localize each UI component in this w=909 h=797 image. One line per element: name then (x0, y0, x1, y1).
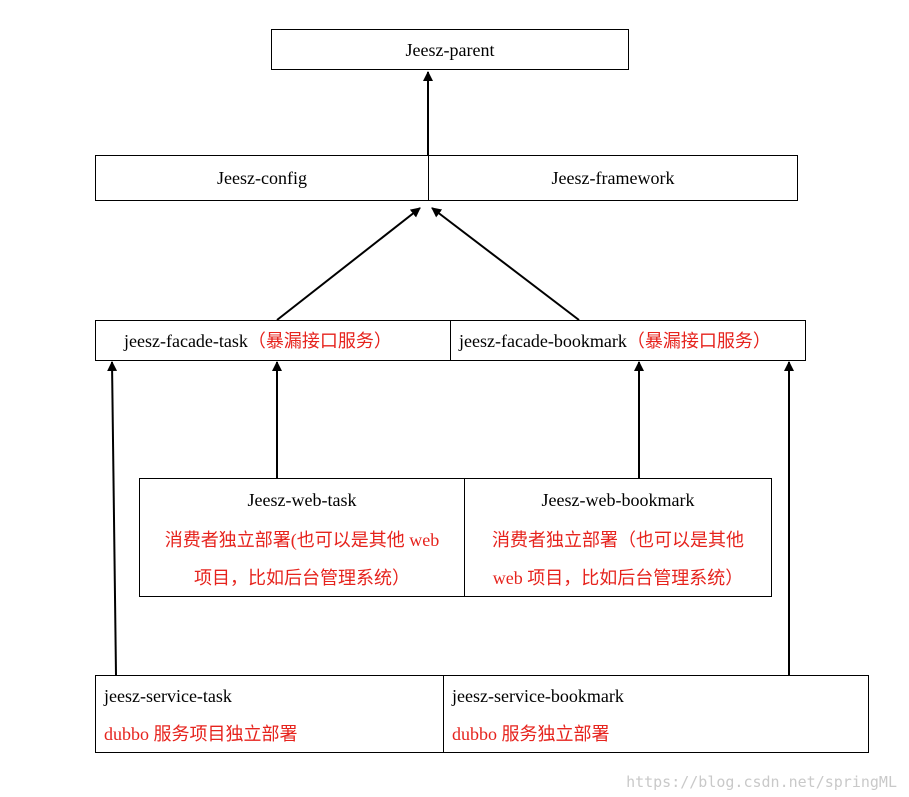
arrow-facade-bookmark-to-framework (431, 207, 580, 321)
arrow-service-task-to-facade-task (107, 361, 118, 676)
node-config: Jeesz-config (95, 155, 429, 201)
watermark-text: https://blog.csdn.net/springML (626, 773, 897, 791)
node-web-bookmark-title: Jeesz-web-bookmark (541, 490, 695, 510)
node-web-bookmark-note-line2: web 项目，比如后台管理系统） (492, 568, 744, 588)
node-service-task-note: dubbo 服务项目独立部署 (104, 724, 298, 744)
node-web-task-note-line1: 消费者独立部署(也可以是其他 web (164, 530, 440, 550)
node-service-bookmark: jeesz-service-bookmark dubbo 服务独立部署 (443, 675, 869, 753)
node-web-task: Jeesz-web-task 消费者独立部署(也可以是其他 web 项目，比如后… (139, 478, 465, 597)
node-facade-task-name: jeesz-facade-task (124, 331, 248, 351)
node-framework-label: Jeesz-framework (551, 168, 675, 188)
node-web-task-note-line2: 项目，比如后台管理系统） (194, 568, 410, 588)
arrow-facade-task-to-config (276, 207, 421, 321)
node-facade-bookmark: jeesz-facade-bookmark（暴漏接口服务） (450, 320, 806, 361)
node-service-bookmark-note: dubbo 服务独立部署 (452, 724, 610, 744)
node-web-bookmark-note-line1: 消费者独立部署（也可以是其他 (492, 530, 744, 550)
node-facade-task: jeesz-facade-task（暴漏接口服务） (95, 320, 451, 361)
node-service-bookmark-title: jeesz-service-bookmark (452, 686, 624, 706)
node-facade-task-note: （暴漏接口服务） (247, 331, 392, 351)
node-config-label: Jeesz-config (217, 168, 307, 188)
node-parent: Jeesz-parent (271, 29, 629, 70)
node-web-task-title: Jeesz-web-task (247, 490, 357, 510)
node-service-task-title: jeesz-service-task (104, 686, 232, 706)
node-parent-label: Jeesz-parent (405, 40, 495, 60)
node-web-bookmark: Jeesz-web-bookmark 消费者独立部署（也可以是其他 web 项目… (464, 478, 772, 597)
node-service-task: jeesz-service-task dubbo 服务项目独立部署 (95, 675, 444, 753)
node-facade-bookmark-note: （暴漏接口服务） (626, 331, 771, 351)
node-facade-bookmark-name: jeesz-facade-bookmark (459, 331, 627, 351)
node-framework: Jeesz-framework (428, 155, 798, 201)
